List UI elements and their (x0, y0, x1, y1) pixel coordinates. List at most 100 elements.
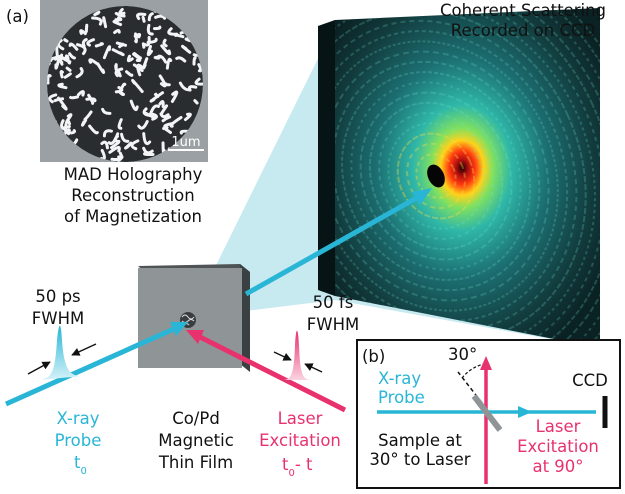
inset-xray-line1: X-ray (378, 369, 421, 388)
speckle-ring (335, 19, 578, 333)
domain-stripe (149, 91, 165, 103)
xray-label-line2: Probe (55, 431, 102, 450)
domain-stripe (93, 10, 101, 17)
inset-sample-line1: Sample at (378, 431, 462, 450)
domain-stripe (65, 66, 72, 72)
speckle-ring (406, 142, 466, 210)
xray-fwhm-arrow-left (27, 361, 51, 375)
domain-stripe (129, 99, 139, 112)
recon-caption-line2: Reconstruction (71, 186, 194, 205)
domain-stripe (113, 29, 121, 35)
domain-stripe (132, 63, 144, 73)
domain-stripe (149, 104, 160, 115)
panel-a-label: (a) (6, 7, 29, 26)
domain-stripe (85, 97, 97, 103)
domain-stripe (114, 16, 123, 22)
domain-stripe (118, 7, 126, 16)
domain-stripe (179, 129, 190, 135)
domain-stripe (126, 54, 134, 63)
inset-laser-line3: at 90° (532, 457, 583, 476)
domain-stripe (130, 139, 140, 151)
inset-sample-line2: 30° to Laser (369, 450, 470, 469)
speckle-ring (415, 153, 457, 199)
domain-stripe (59, 56, 67, 66)
domain-stripe (79, 29, 87, 36)
domain-stripe (124, 141, 133, 150)
speckle-ring (378, 112, 494, 240)
reconstruction-image: 1um (40, 0, 208, 162)
domain-stripe (187, 85, 198, 92)
domain-stripe (193, 99, 199, 105)
domain-stripe (162, 38, 168, 48)
domain-stripe (80, 118, 88, 127)
domain-stripe (132, 52, 142, 63)
domain-stripe (120, 132, 130, 143)
beam-stop (427, 164, 445, 188)
domain-stripe (146, 44, 153, 57)
inset-sample (471, 394, 503, 432)
domain-stripe (88, 124, 99, 135)
domain-stripe (131, 78, 144, 93)
domain-stripe (194, 77, 203, 86)
domain-stripe (158, 100, 165, 109)
domain-stripe (66, 56, 72, 65)
panel-b-label: (b) (362, 347, 385, 366)
sample-label-line3: Thin Film (158, 453, 233, 472)
domain-stripe (48, 93, 58, 104)
speckle-ring (335, 60, 541, 292)
laser-beam-arrowhead (186, 330, 204, 344)
domain-stripe (197, 63, 203, 73)
domain-stripe (157, 54, 168, 64)
domain-stripe (55, 46, 59, 58)
inset-ccd-label: CCD (572, 371, 608, 390)
inset-xray-line2: Probe (378, 388, 425, 407)
domain-stripe (81, 38, 88, 48)
speckle-ring (335, 8, 600, 348)
domain-stripe (170, 90, 179, 103)
domain-stripe (66, 113, 73, 122)
domain-stripe (152, 25, 162, 31)
domain-stripe (175, 56, 187, 63)
domain-stripe (161, 115, 172, 123)
domain-stripe (136, 12, 147, 20)
domain-stripe (101, 107, 112, 115)
domain-stripe (117, 118, 123, 130)
domain-stripe (163, 122, 174, 130)
speckle-ring (350, 81, 522, 271)
laser-fwhm-arrow-left (273, 351, 292, 361)
domain-stripe (136, 63, 144, 77)
domain-stripe (68, 42, 79, 51)
domain-stripe (183, 112, 192, 122)
domain-stripe (75, 67, 84, 79)
ccd-detector (318, 8, 600, 348)
domain-stripe (154, 92, 160, 99)
xray-time: t0 (74, 453, 87, 477)
domain-stripe (100, 140, 109, 150)
domain-stripe (96, 62, 106, 74)
domain-stripe (178, 81, 190, 92)
domain-stripe (108, 145, 121, 154)
inset-xray-arrowhead (518, 406, 532, 418)
domain-stripe (57, 82, 68, 90)
domain-stripe (137, 120, 149, 130)
ccd-title-line1: Coherent Scattering (440, 1, 606, 20)
scale-bar-label: 1um (171, 135, 200, 150)
domain-stripe (110, 151, 123, 162)
domain-stripe (86, 38, 96, 47)
domain-stripe (160, 104, 169, 115)
domain-stripe (63, 119, 72, 132)
domain-stripe (59, 69, 64, 79)
xray-label-line1: X-ray (56, 409, 99, 428)
xray-beam-scattered (244, 193, 422, 297)
domain-stripe (142, 107, 152, 118)
domain-stripe (69, 95, 80, 100)
inset-angle-label: 30° (448, 345, 477, 364)
speckle-ring (368, 101, 504, 251)
domain-stripe (142, 151, 155, 157)
inset-laser-line2: Excitation (517, 437, 599, 456)
domain-stripe (87, 93, 95, 105)
xray-scattered-arrowhead (412, 188, 432, 205)
domain-stripe (162, 126, 172, 134)
domain-stripe (83, 110, 93, 121)
domain-stripe (165, 57, 173, 70)
